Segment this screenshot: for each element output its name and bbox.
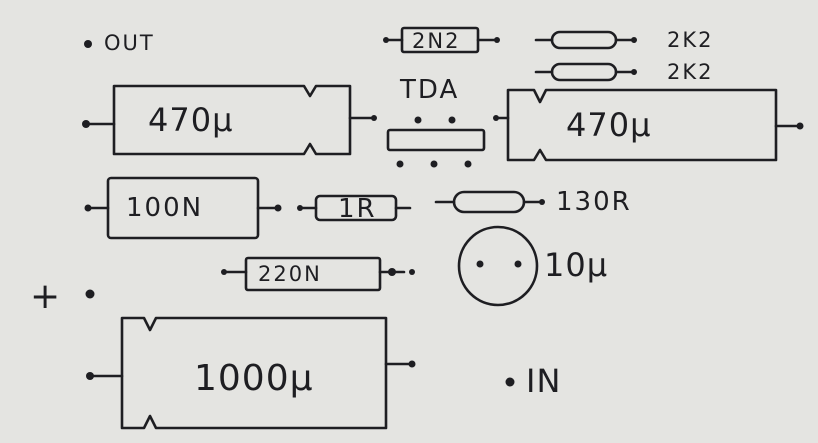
resistor-2k2-top: 2K2 bbox=[534, 28, 714, 52]
tda-ic: TDA bbox=[386, 75, 486, 168]
resistor-1r: 1R bbox=[297, 194, 412, 224]
svg-text:2N2: 2N2 bbox=[412, 29, 460, 53]
svg-text:OUT: OUT bbox=[104, 31, 155, 55]
capacitor-470u-right: 470µ bbox=[493, 88, 804, 162]
plus-terminal: + bbox=[30, 276, 95, 317]
capacitor-2n2: 2N2 bbox=[383, 26, 500, 54]
capacitor-1000u: 1000µ bbox=[86, 316, 416, 430]
svg-text:470µ: 470µ bbox=[566, 106, 651, 144]
svg-text:IN: IN bbox=[526, 362, 561, 400]
svg-text:2K2: 2K2 bbox=[667, 60, 714, 84]
resistor-2k2-bottom: 2K2 bbox=[534, 60, 714, 84]
capacitor-220n: 220N bbox=[221, 256, 415, 292]
svg-text:1R: 1R bbox=[338, 194, 377, 224]
resistor-130r: 130R bbox=[434, 187, 632, 217]
out-terminal: OUT bbox=[84, 31, 155, 55]
svg-text:TDA: TDA bbox=[399, 75, 459, 105]
capacitor-470u-left: 470µ bbox=[82, 84, 377, 156]
svg-text:470µ: 470µ bbox=[148, 101, 233, 139]
svg-text:220N: 220N bbox=[258, 262, 322, 286]
svg-text:2K2: 2K2 bbox=[667, 28, 714, 52]
svg-text:100N: 100N bbox=[126, 193, 203, 223]
svg-text:1000µ: 1000µ bbox=[194, 358, 314, 399]
capacitor-10u: 10µ bbox=[457, 225, 608, 307]
svg-text:+: + bbox=[30, 276, 61, 317]
svg-text:130R: 130R bbox=[556, 187, 632, 217]
svg-text:10µ: 10µ bbox=[544, 246, 608, 284]
capacitor-100n: 100N bbox=[84, 176, 282, 240]
in-terminal: IN bbox=[505, 362, 561, 400]
